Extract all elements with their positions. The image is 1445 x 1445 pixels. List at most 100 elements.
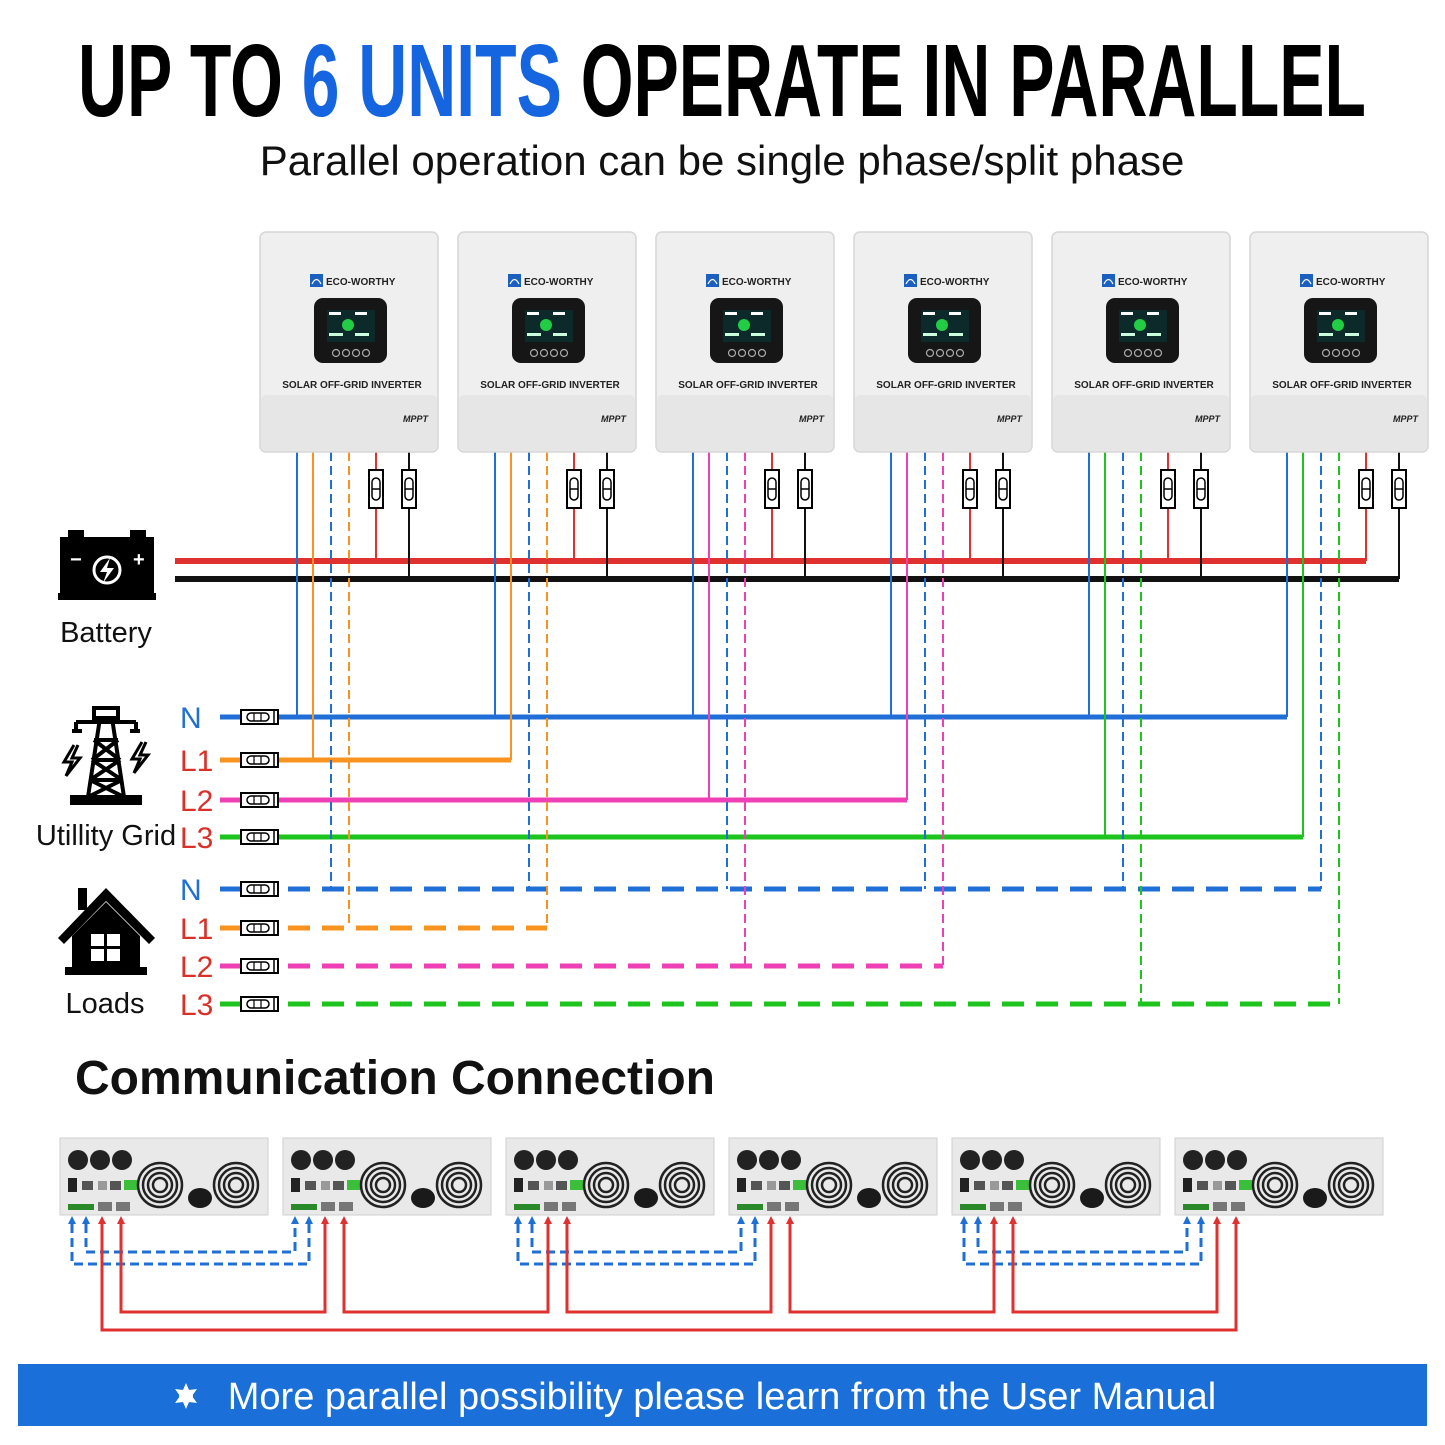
brand-logo-icon: [706, 274, 719, 287]
display-button: [727, 348, 737, 358]
inverter-rear-panel: [1174, 1137, 1384, 1216]
current-share-cable: [788, 1224, 996, 1314]
inverter-model-label: SOLAR OFF-GRID INVERTER: [1272, 380, 1412, 391]
inverter-row: ECO-WORTHY SOLAR OFF-GRID INVERTER MPPT ECO…: [259, 231, 1429, 509]
port-arrow-icon: [528, 1216, 536, 1224]
port-arrow-icon: [751, 1216, 759, 1224]
display-button: [529, 348, 539, 358]
port-arrow-icon: [514, 1216, 522, 1224]
fuse-icon: [599, 469, 615, 509]
display-button: [1351, 348, 1361, 358]
display-button: [1331, 348, 1341, 358]
port-arrow-icon: [82, 1216, 90, 1224]
inverter-rear-panel: [282, 1137, 492, 1216]
terminal-block-icon: [240, 709, 279, 725]
inverter-brand: ECO-WORTHY: [326, 277, 396, 288]
page-title: UP TO 6 UNITS OPERATE IN PARALLEL: [78, 23, 1366, 138]
fuse-icon: [1160, 469, 1176, 509]
mppt-label: MPPT: [601, 414, 628, 424]
port-arrow-icon: [98, 1216, 106, 1224]
display-button: [1143, 348, 1153, 358]
parallel-comm-cable: [530, 1224, 743, 1254]
load-line-label: L3: [180, 989, 213, 1022]
inverter-model-label: SOLAR OFF-GRID INVERTER: [1074, 380, 1214, 391]
fan-icon: [435, 1161, 483, 1209]
display-button: [351, 348, 361, 358]
terminal-block-icon: [240, 829, 279, 845]
terminal-block-icon: [240, 920, 279, 936]
fan-icon: [212, 1161, 260, 1209]
port-arrow-icon: [767, 1216, 775, 1224]
fan-icon: [1251, 1161, 1299, 1209]
display-button: [331, 348, 341, 358]
port-arrow-icon: [117, 1216, 125, 1224]
title-part1: UP TO: [78, 23, 302, 138]
fan-icon: [582, 1161, 630, 1209]
port-arrow-icon: [990, 1216, 998, 1224]
port-arrow-icon: [786, 1216, 794, 1224]
wiring: [175, 452, 1400, 1007]
port-arrow-icon: [1197, 1216, 1205, 1224]
port-arrow-icon: [1213, 1216, 1221, 1224]
inverter-rear-panel: [59, 1137, 269, 1216]
grid-line-label: L2: [180, 785, 213, 818]
mppt-label: MPPT: [403, 414, 430, 424]
svg-text:−: −: [70, 549, 82, 571]
brand-logo-icon: [1102, 274, 1115, 287]
inverter-model-label: SOLAR OFF-GRID INVERTER: [876, 380, 1016, 391]
display-button: [757, 348, 767, 358]
display-button: [1341, 348, 1351, 358]
inverter-brand: ECO-WORTHY: [1316, 277, 1386, 288]
fuse-icon: [962, 469, 978, 509]
grid-line-label: N: [180, 702, 202, 735]
inverter-unit[interactable]: ECO-WORTHY SOLAR OFF-GRID INVERTER MPPT: [1249, 231, 1429, 453]
terminal-block-icon: [240, 958, 279, 974]
communication-diagram: [59, 1137, 1384, 1332]
mppt-label: MPPT: [799, 414, 826, 424]
fuse-icon: [797, 469, 813, 509]
battery-icon: − +: [58, 530, 156, 600]
port-arrow-icon: [305, 1216, 313, 1224]
port-arrow-icon: [68, 1216, 76, 1224]
display-button: [1321, 348, 1331, 358]
display-button: [935, 348, 945, 358]
parallel-comm-cable: [962, 1224, 1203, 1266]
brand-logo-icon: [310, 274, 323, 287]
current-share-return-cable: [100, 1224, 1238, 1332]
port-arrow-icon: [1232, 1216, 1240, 1224]
inverter-rear-panel: [505, 1137, 715, 1216]
display-button: [361, 348, 371, 358]
display-button: [1133, 348, 1143, 358]
grid-label: Utillity Grid: [36, 820, 176, 852]
current-share-cable: [565, 1224, 773, 1314]
display-button: [747, 348, 757, 358]
inverter-unit[interactable]: ECO-WORTHY SOLAR OFF-GRID INVERTER MPPT: [259, 231, 439, 453]
fuse-icon: [401, 469, 417, 509]
mppt-label: MPPT: [1393, 414, 1420, 424]
fan-icon: [359, 1161, 407, 1209]
fan-icon: [1028, 1161, 1076, 1209]
inverter-rear-panel: [951, 1137, 1161, 1216]
parallel-comm-cable: [70, 1224, 311, 1266]
load-line-label: L1: [180, 913, 213, 946]
parallel-comm-cable: [516, 1224, 757, 1266]
parallel-comm-cable: [976, 1224, 1189, 1254]
port-arrow-icon: [737, 1216, 745, 1224]
inverter-model-label: SOLAR OFF-GRID INVERTER: [282, 380, 422, 391]
fuse-icon: [1358, 469, 1374, 509]
brand-logo-icon: [1300, 274, 1313, 287]
terminal-block-icon: [240, 752, 279, 768]
inverter-model-label: SOLAR OFF-GRID INVERTER: [678, 380, 818, 391]
brand-logo-icon: [904, 274, 917, 287]
fan-icon: [1327, 1161, 1375, 1209]
house-icon: [58, 888, 155, 975]
port-arrow-icon: [1009, 1216, 1017, 1224]
port-arrow-icon: [974, 1216, 982, 1224]
current-share-cable: [342, 1224, 550, 1314]
mppt-label: MPPT: [997, 414, 1024, 424]
